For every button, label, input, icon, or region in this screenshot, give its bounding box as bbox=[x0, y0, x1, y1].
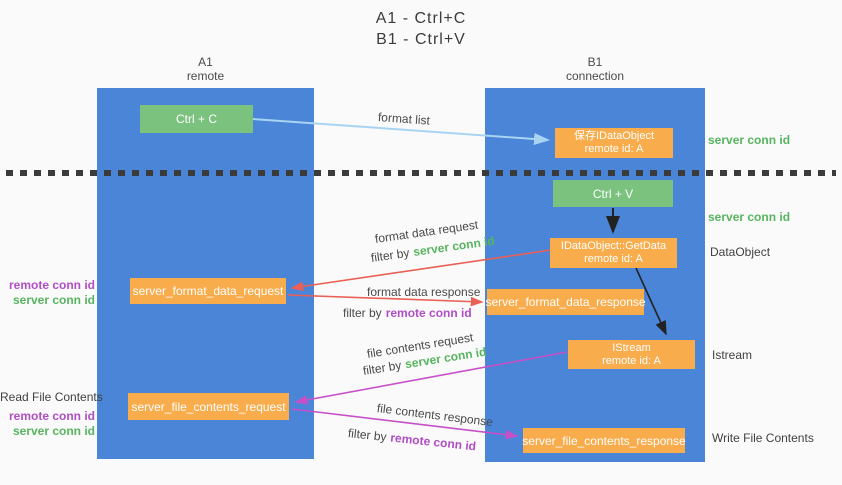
lane-header-a1: A1 remote bbox=[97, 55, 314, 83]
lane-b1-name: B1 bbox=[587, 55, 603, 69]
server-format-data-request-label: server_format_data_request bbox=[132, 284, 284, 298]
lane-header-b1: B1 connection bbox=[485, 55, 705, 83]
lane-b1-role: connection bbox=[565, 69, 625, 83]
label-write-file-contents: Write File Contents bbox=[712, 431, 814, 445]
label-read-file-contents: Read File Contents bbox=[0, 390, 103, 404]
box-server-format-data-response: server_format_data_response bbox=[485, 289, 646, 315]
ctrl-v-label: Ctrl + V bbox=[592, 186, 634, 201]
box-server-file-contents-request: server_file_contents_request bbox=[128, 393, 289, 420]
box-idataobject-getdata: IDataObject::GetData remote id: A bbox=[550, 238, 677, 268]
box-istream: IStream remote id: A bbox=[568, 340, 695, 369]
label-remote-conn-id-2: remote conn id bbox=[8, 409, 95, 423]
box-ctrl-c: Ctrl + C bbox=[140, 105, 253, 133]
server-file-contents-request-label: server_file_contents_request bbox=[131, 399, 286, 414]
title-line-2: B1 - Ctrl+V bbox=[376, 31, 466, 48]
label-server-conn-id-mid: server conn id bbox=[708, 210, 791, 224]
label-server-conn-id-1: server conn id bbox=[12, 293, 95, 307]
filter-by-prefix-1: filter by bbox=[370, 245, 411, 265]
diagram-title: A1 - Ctrl+C B1 - Ctrl+V bbox=[0, 8, 842, 50]
label-server-conn-id-2: server conn id bbox=[12, 424, 95, 438]
label-format-list: format list bbox=[377, 110, 431, 128]
filter-by-prefix-4: filter by bbox=[347, 426, 388, 445]
label-format-data-response: format data response bbox=[367, 285, 481, 299]
box-save-idataobject: 保存IDataObject remote id: A bbox=[555, 128, 673, 158]
save-idataobject-line2: remote id: A bbox=[584, 143, 644, 155]
ctrl-c-label: Ctrl + C bbox=[175, 112, 217, 126]
server-format-data-response-label: server_format_data_response bbox=[485, 295, 646, 309]
left-conn-id-group-2: remote conn id server conn id bbox=[0, 409, 95, 439]
filter-by-value-4: remote conn id bbox=[389, 430, 477, 454]
box-server-format-data-request: server_format_data_request bbox=[130, 278, 286, 304]
box-ctrl-v: Ctrl + V bbox=[553, 180, 673, 207]
filter-by-prefix-2: filter by bbox=[343, 306, 382, 320]
box-server-file-contents-response: server_file_contents_response bbox=[522, 428, 686, 453]
lane-a1-name: A1 bbox=[198, 55, 213, 69]
label-dataobject: DataObject bbox=[710, 245, 771, 259]
label-file-contents-response: file contents response bbox=[376, 401, 494, 430]
label-server-conn-id-top: server conn id bbox=[708, 133, 791, 147]
network-boundary-dotted-line bbox=[6, 170, 836, 176]
filter-by-prefix-3: filter by bbox=[361, 358, 403, 378]
istream-line1: IStream bbox=[612, 341, 651, 354]
title-line-1: A1 - Ctrl+C bbox=[375, 10, 467, 27]
getdata-line2: remote id: A bbox=[584, 253, 643, 265]
lane-a1-role: remote bbox=[186, 69, 225, 83]
istream-line2: remote id: A bbox=[602, 354, 661, 367]
label-remote-conn-id-1: remote conn id bbox=[8, 278, 95, 292]
left-conn-id-group-1: remote conn id server conn id bbox=[0, 278, 95, 308]
filter-by-value-2: remote conn id bbox=[385, 306, 472, 320]
server-file-contents-response-label: server_file_contents_response bbox=[522, 433, 686, 448]
label-istream: Istream bbox=[712, 348, 753, 362]
save-idataobject-line1: 保存IDataObject bbox=[573, 130, 655, 142]
getdata-line1: IDataObject::GetData bbox=[560, 240, 667, 252]
